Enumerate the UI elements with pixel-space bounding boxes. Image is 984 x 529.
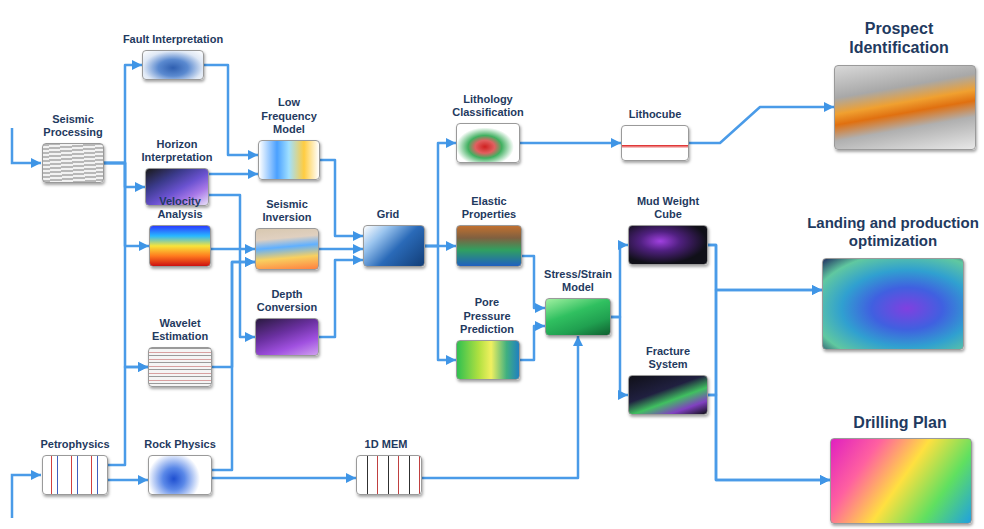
- step-thumbnail: [255, 318, 319, 356]
- step-label: 1D MEM: [356, 438, 416, 451]
- workflow-step: Low Frequency Model: [258, 96, 320, 180]
- step-thumbnail: [149, 225, 211, 267]
- flow-arrow: [104, 65, 142, 163]
- step-label: Lithology Classification: [443, 93, 533, 119]
- step-label: Elastic Properties: [449, 195, 529, 221]
- flow-arrow: [204, 65, 258, 155]
- flow-arrow: [108, 367, 148, 465]
- step-label: Pore Pressure Prediction: [456, 296, 518, 336]
- step-label: Landing and production optimization: [805, 214, 981, 250]
- workflow-step: Lithology Classification: [443, 93, 533, 163]
- flow-arrow: [708, 245, 822, 290]
- step-label: Lithocube: [615, 108, 695, 121]
- flow-arrow: [212, 262, 255, 367]
- flow-arrow: [522, 256, 545, 308]
- step-thumbnail: [142, 50, 204, 80]
- workflow-step: Seismic Processing: [38, 113, 108, 183]
- flow-arrow: [611, 317, 628, 395]
- step-label: Drilling Plan: [830, 413, 970, 432]
- flow-arrow: [708, 290, 822, 395]
- workflow-step: Grid: [363, 208, 413, 267]
- step-thumbnail: [628, 225, 708, 265]
- step-label: Seismic Inversion: [252, 198, 322, 224]
- flow-arrow: [520, 142, 621, 145]
- step-label: Fault Interpretation: [108, 33, 238, 46]
- step-label: Grid: [363, 208, 413, 221]
- step-label: Low Frequency Model: [258, 96, 320, 136]
- step-label: Rock Physics: [135, 438, 225, 451]
- step-thumbnail: [545, 298, 611, 336]
- flow-arrow: [108, 479, 148, 482]
- workflow-step: Pore Pressure Prediction: [456, 296, 518, 380]
- step-label: Mud Weight Cube: [628, 195, 708, 221]
- flow-arrow: [211, 248, 255, 251]
- step-thumbnail: [456, 340, 520, 380]
- step-label: Stress/Strain Model: [542, 268, 614, 294]
- flow-arrow: [319, 248, 363, 251]
- workflow-step: Mud Weight Cube: [628, 195, 708, 265]
- step-thumbnail: [258, 140, 320, 180]
- flow-arrow: [212, 262, 255, 470]
- workflow-step: Velocity Analysis: [145, 195, 215, 267]
- workflow-step: Seismic Inversion: [252, 198, 322, 270]
- flow-arrow: [708, 395, 830, 480]
- step-thumbnail: [42, 455, 108, 495]
- flow-arrow: [611, 245, 628, 317]
- workflow-step: Landing and production optimization: [805, 214, 981, 350]
- flow-arrow: [212, 477, 356, 480]
- workflow-step: Elastic Properties: [449, 195, 529, 267]
- flow-arrow: [104, 163, 149, 246]
- flow-arrow: [320, 160, 363, 236]
- workflow-step: Fault Interpretation: [108, 33, 238, 80]
- flow-arrow: [319, 260, 363, 337]
- flow-arrow: [689, 107, 834, 143]
- flow-arrow: [708, 245, 830, 480]
- step-thumbnail: [42, 143, 104, 183]
- workflow-step: Depth Conversion: [247, 288, 327, 356]
- step-thumbnail: [356, 455, 422, 495]
- step-label: Depth Conversion: [247, 288, 327, 314]
- step-thumbnail: [628, 375, 708, 415]
- workflow-step: Petrophysics: [35, 438, 115, 495]
- workflow-step: Prospect Identification: [834, 19, 964, 150]
- step-thumbnail: [456, 123, 520, 163]
- flow-arrow: [104, 163, 148, 367]
- step-label: Petrophysics: [35, 438, 115, 451]
- flow-arrow: [209, 173, 258, 176]
- step-thumbnail: [830, 438, 972, 524]
- workflow-step: Stress/Strain Model: [542, 268, 614, 336]
- step-thumbnail: [456, 225, 522, 267]
- workflow-step: Rock Physics: [135, 438, 225, 495]
- step-thumbnail: [363, 225, 425, 267]
- flow-arrow: [425, 246, 456, 360]
- flow-arrow: [520, 326, 545, 360]
- step-label: Horizon Interpretation: [134, 138, 220, 164]
- step-thumbnail: [148, 455, 212, 495]
- step-thumbnail: [822, 258, 964, 350]
- workflow-step: Drilling Plan: [830, 413, 970, 524]
- step-thumbnail: [255, 228, 319, 270]
- workflow-step: Lithocube: [615, 108, 695, 161]
- workflow-step: Wavelet Estimation: [145, 317, 215, 387]
- workflow-step: Fracture System: [628, 345, 708, 415]
- input-arrow: [12, 475, 41, 518]
- input-arrow: [12, 128, 41, 163]
- step-label: Wavelet Estimation: [145, 317, 215, 343]
- step-label: Prospect Identification: [834, 19, 964, 57]
- step-label: Fracture System: [628, 345, 708, 371]
- step-thumbnail: [148, 347, 212, 387]
- flow-arrow: [425, 143, 456, 246]
- flow-arrow: [422, 336, 578, 478]
- step-label: Seismic Processing: [38, 113, 108, 139]
- step-label: Velocity Analysis: [145, 195, 215, 221]
- step-thumbnail: [621, 125, 689, 161]
- workflow-step: 1D MEM: [356, 438, 416, 495]
- step-thumbnail: [834, 65, 976, 150]
